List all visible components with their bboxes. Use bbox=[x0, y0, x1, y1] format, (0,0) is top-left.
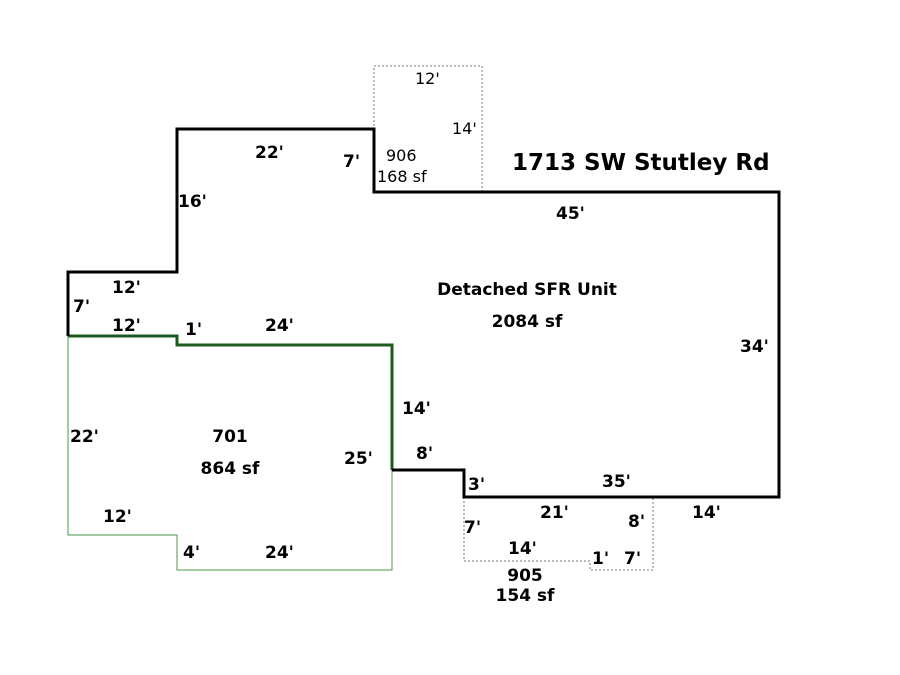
dim-label: 12' bbox=[112, 278, 141, 298]
dim-label: 3' bbox=[468, 475, 485, 495]
dim-label: 8' bbox=[416, 444, 433, 464]
dim-label: 4' bbox=[183, 543, 200, 563]
area-905-outline bbox=[463, 497, 654, 571]
main-area-name: Detached SFR Unit bbox=[437, 280, 617, 300]
dim-label: 12' bbox=[103, 507, 132, 527]
dim-label: 8' bbox=[628, 512, 645, 532]
dim-label: 25' bbox=[344, 449, 373, 469]
dim-label: 1' bbox=[592, 549, 609, 569]
main-area-sf: 2084 sf bbox=[492, 312, 563, 332]
dim-label: 22' bbox=[70, 427, 99, 447]
area-906-code: 906 bbox=[386, 146, 417, 165]
address-title: 1713 SW Stutley Rd bbox=[512, 150, 770, 176]
dim-label: 7' bbox=[624, 549, 641, 569]
garage-sf: 864 sf bbox=[201, 459, 261, 479]
dim-label: 21' bbox=[540, 503, 569, 523]
dim-label: 14' bbox=[692, 503, 721, 523]
main-unit-outline bbox=[66, 127, 781, 499]
dim-label: 14' bbox=[508, 539, 537, 559]
dim-label: 24' bbox=[265, 543, 294, 563]
dim-label: 12' bbox=[415, 69, 440, 88]
dim-label: 7' bbox=[464, 518, 481, 538]
area-905-sf: 154 sf bbox=[496, 586, 556, 606]
dim-label: 12' bbox=[112, 316, 141, 336]
garage-code: 701 bbox=[212, 427, 248, 447]
area-906-sf: 168 sf bbox=[377, 167, 427, 186]
dim-label: 35' bbox=[602, 472, 631, 492]
dim-label: 7' bbox=[343, 152, 360, 172]
dim-label: 34' bbox=[740, 337, 769, 357]
dim-label: 7' bbox=[73, 297, 90, 317]
garage-shared-wall bbox=[68, 334, 394, 470]
area-905-code: 905 bbox=[507, 566, 543, 586]
dim-label: 16' bbox=[178, 192, 207, 212]
dim-label: 24' bbox=[265, 316, 294, 336]
dim-label: 45' bbox=[556, 204, 585, 224]
dim-label: 1' bbox=[185, 320, 202, 340]
dim-label: 14' bbox=[402, 399, 431, 419]
dim-label: 14' bbox=[452, 119, 477, 138]
dim-label: 22' bbox=[255, 143, 284, 163]
